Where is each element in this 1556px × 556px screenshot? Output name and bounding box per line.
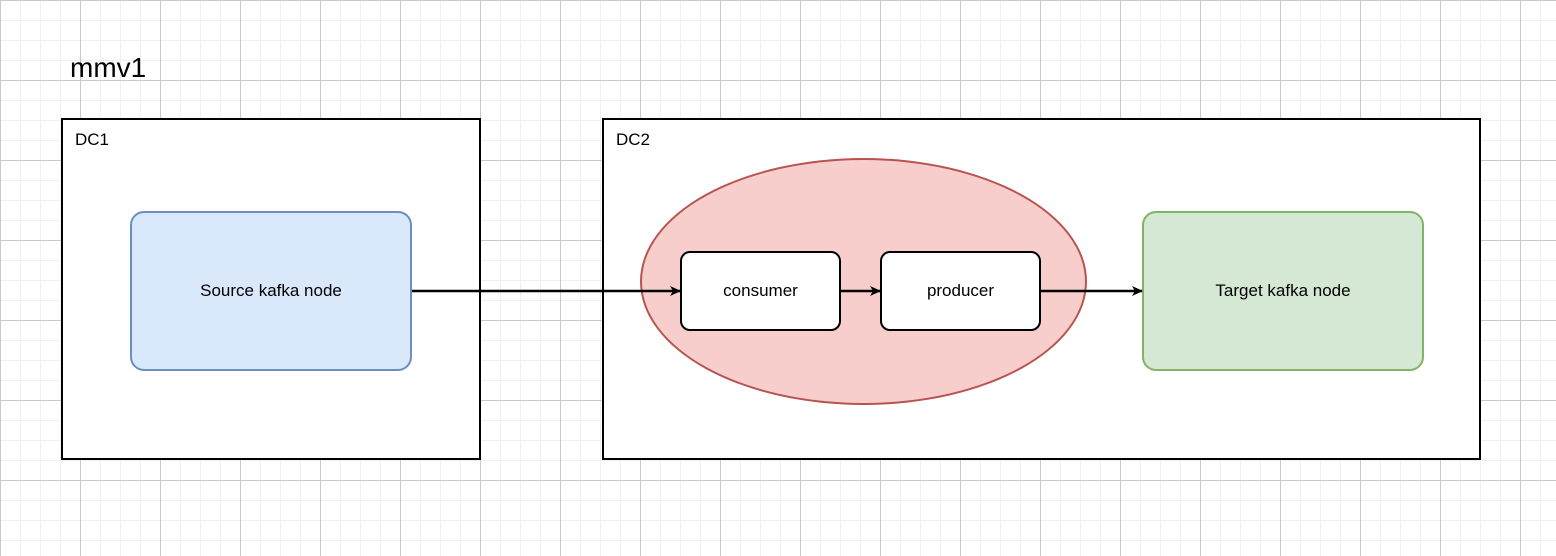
node-source-kafka-node-label: Source kafka node — [200, 281, 342, 300]
container-dc1-label: DC1 — [75, 130, 110, 149]
node-producer-label: producer — [926, 281, 995, 300]
node-target-kafka-node[interactable]: Target kafka node — [1142, 211, 1424, 371]
node-consumer-label: consumer — [723, 281, 798, 300]
node-source-kafka-node[interactable]: Source kafka node — [130, 211, 412, 371]
node-consumer[interactable]: consumer — [680, 251, 841, 331]
node-producer[interactable]: producer — [880, 251, 1041, 331]
container-dc2-label: DC2 — [616, 130, 651, 149]
page-title: mmv1 — [70, 52, 147, 83]
node-target-kafka-node-label: Target kafka node — [1215, 281, 1351, 300]
